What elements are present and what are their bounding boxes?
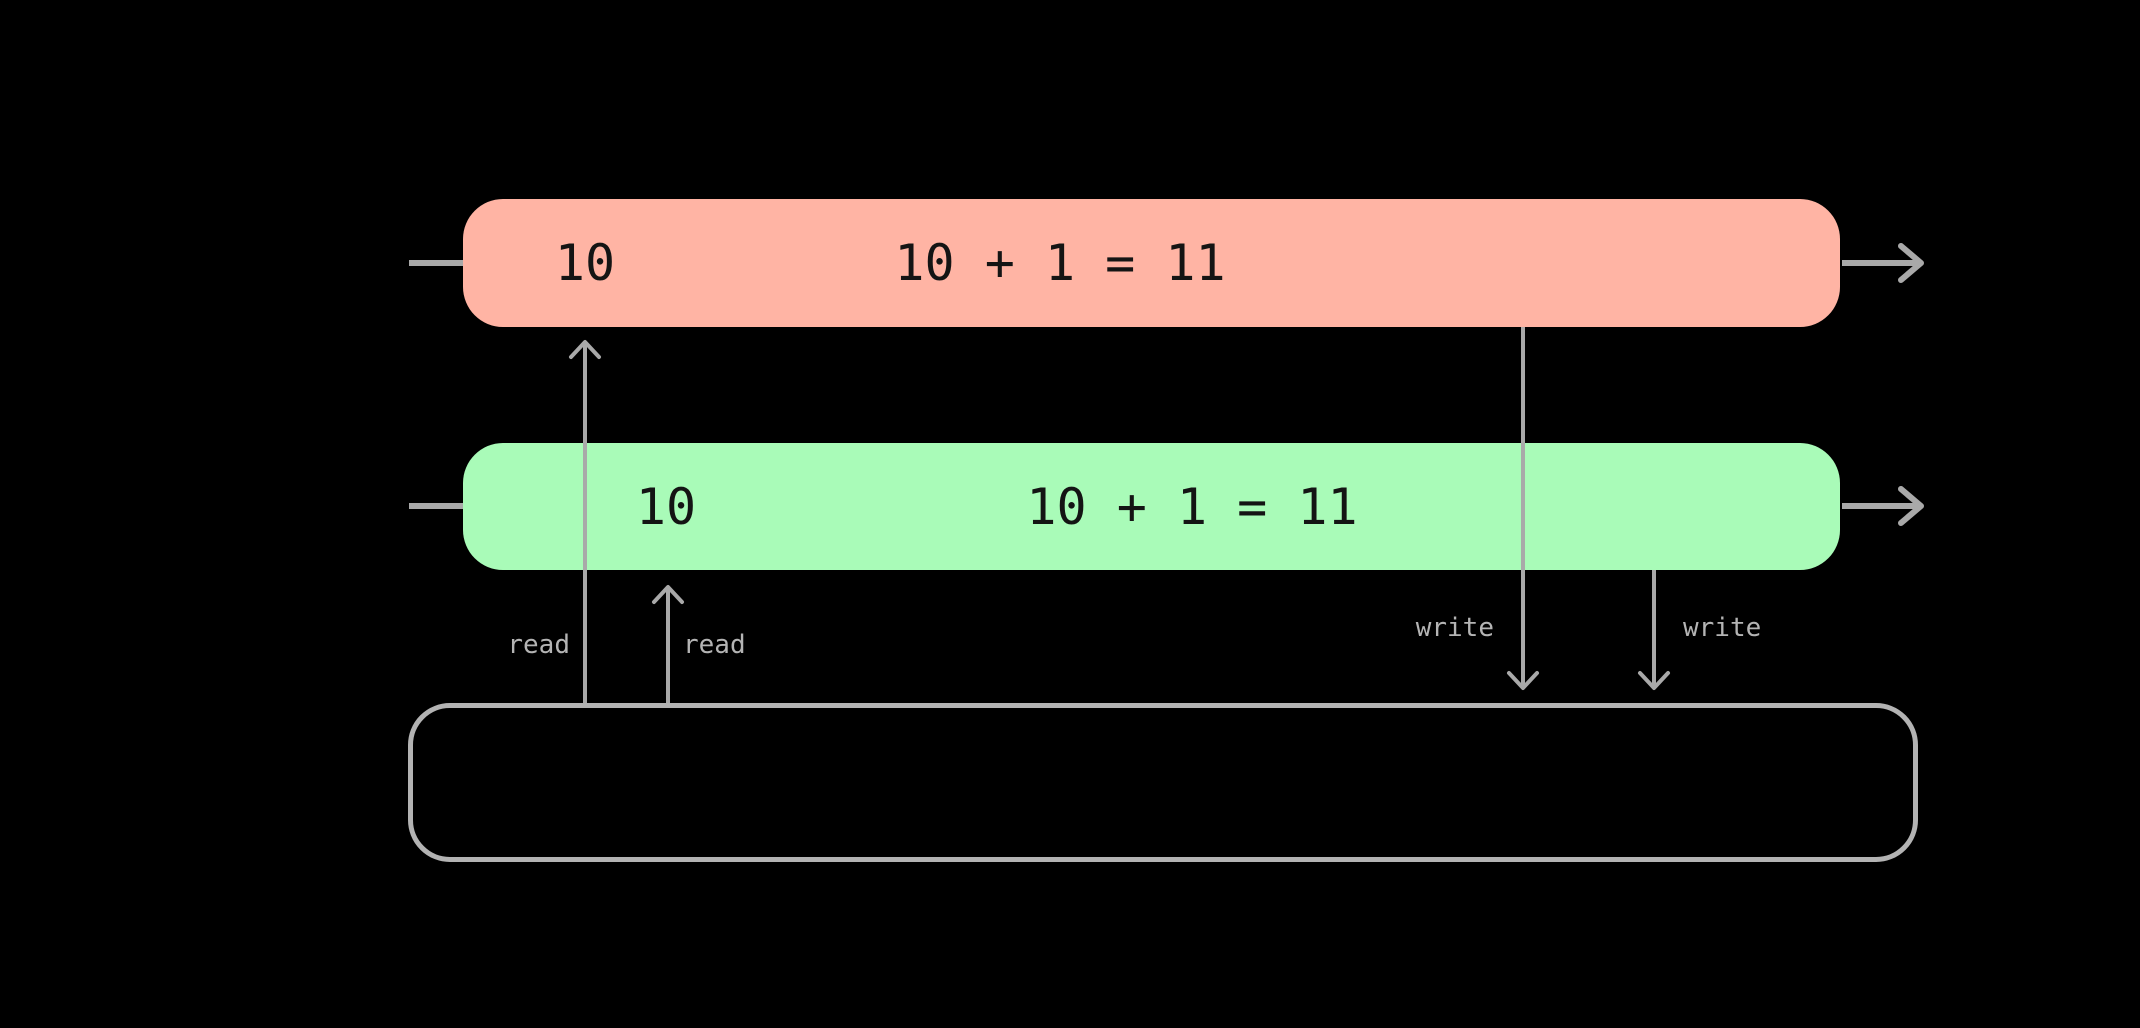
write-arrowhead-thread2-icon: [1638, 671, 1670, 690]
thread2-read-value: 10: [635, 477, 697, 536]
write-arrowhead-thread1-icon: [1507, 671, 1539, 690]
thread1-computation: 10 + 1 = 11: [894, 234, 1226, 292]
thread1-read-value: 10: [554, 234, 616, 292]
thread1-timeline-bar: 10 10 + 1 = 11: [463, 199, 1840, 327]
thread2-timeline-bar: 10 10 + 1 = 11: [463, 443, 1840, 570]
read-arrowhead-thread1-icon: [569, 340, 601, 359]
read-label-thread1: read: [507, 630, 570, 660]
read-arrowhead-thread2-icon: [652, 585, 684, 604]
shared-memory-box: [408, 703, 1918, 862]
thread2-computation: 10 + 1 = 11: [1026, 477, 1358, 536]
thread1-outgoing-arrowhead-icon: [1898, 243, 1924, 283]
write-label-thread2: write: [1683, 613, 1762, 643]
thread2-outgoing-arrowhead-icon: [1898, 486, 1924, 526]
read-label-thread2: read: [683, 630, 746, 660]
write-label-thread1: write: [1415, 613, 1494, 643]
